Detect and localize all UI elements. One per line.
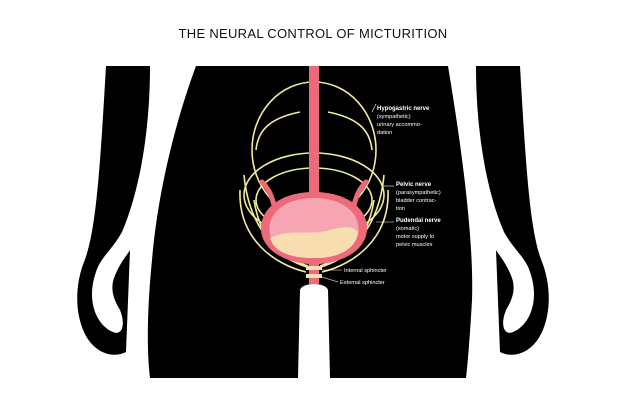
external-sphincter [306,274,322,278]
internal-sphincter-label: Internal sphincter [344,268,387,274]
pelvic-nerve-desc2: tion [396,206,405,212]
spinal-cord [309,66,319,196]
nerve-strand [255,111,301,151]
label-sphincters: Internal sphincter External sphincter [321,268,387,286]
left-ureter [259,179,277,208]
right-ureter [351,179,369,208]
left-arm [77,66,150,355]
label-pelvic: Pelvic nerve (parasympathetic) bladder c… [382,182,441,212]
internal-sphincter [306,266,322,270]
pudendal-nerve-desc1: motor supply to [396,234,434,240]
label-hypogastric: Hypogastric nerve (sympathetic) urinary … [371,103,430,136]
diagram-title: THE NEURAL CONTROL OF MICTURITION [178,26,448,41]
hypogastric-nerve-desc2: dation [377,130,392,136]
nerve-strand [321,189,389,273]
pelvic-nerve-title: Pelvic nerve [396,182,432,188]
pudendal-nerve-type: (somatic) [396,226,419,232]
external-sphincter-label: External sphincter [340,280,385,286]
label-pudendal: Pudendal nerve (somatic) motor supply to… [376,218,441,248]
hypogastric-nerve-type: (sympathetic) [377,114,411,120]
nerve-strand [239,189,307,273]
pudendal-nerve-desc2: pelvic muscles [396,242,433,248]
pudendal-nerve-title: Pudendal nerve [396,218,441,224]
nerve-strand [327,111,373,151]
urethra [309,262,319,284]
hypogastric-nerve-title: Hypogastric nerve [377,106,430,112]
ureters [259,179,369,208]
urine [270,227,358,258]
bladder [261,192,367,284]
pelvic-nerve-type: (parasympathetic) [396,190,441,196]
pelvic-nerve-desc1: bladder contrac- [396,198,437,204]
hypogastric-nerve-desc1: urinary accommo- [377,122,422,128]
right-arm [476,66,549,355]
